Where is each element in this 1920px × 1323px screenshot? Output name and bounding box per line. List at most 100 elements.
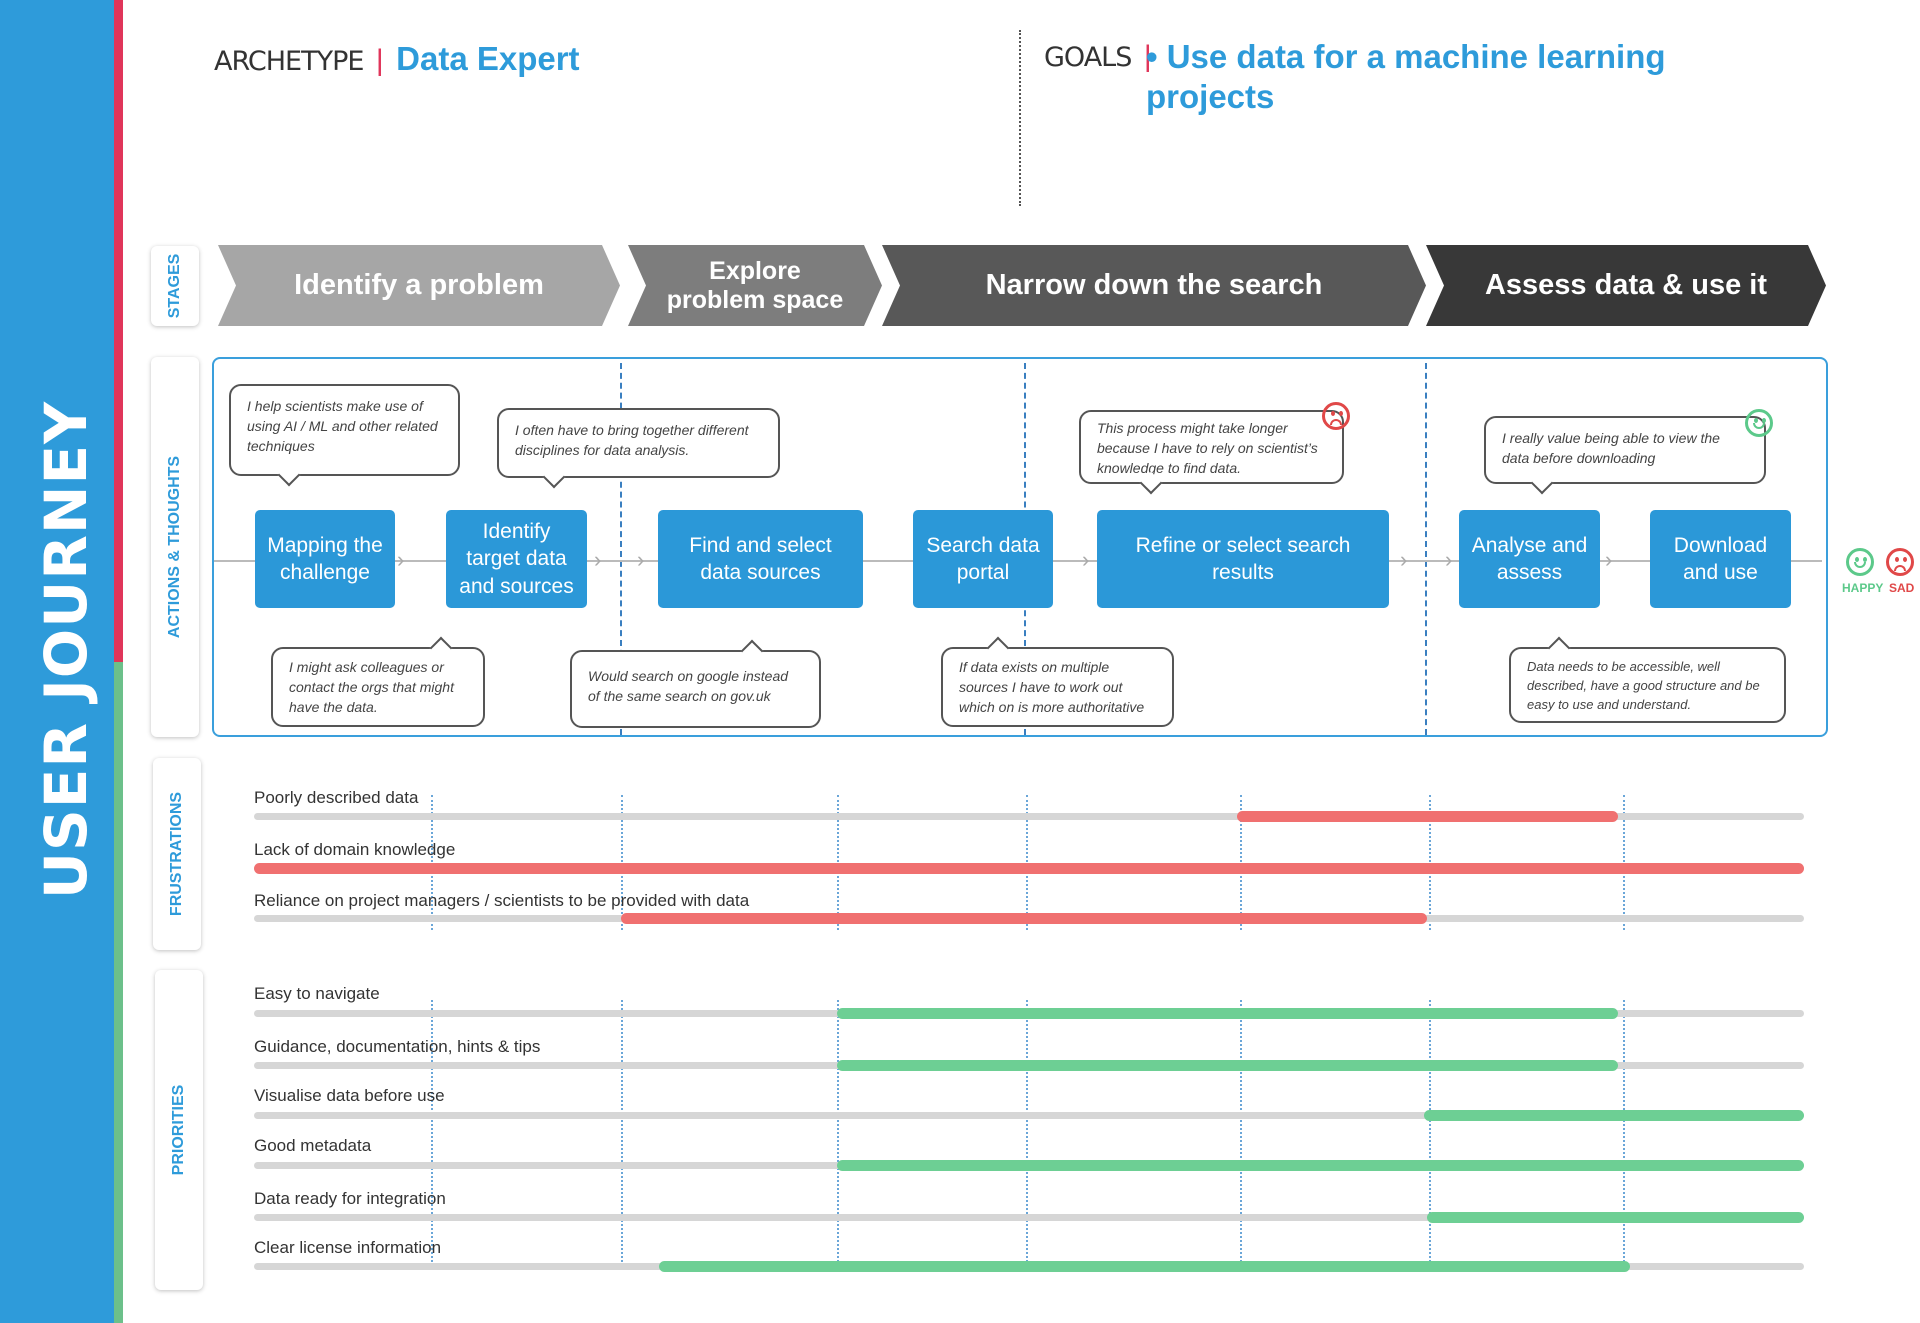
legend-sad-label: SAD [1889, 581, 1915, 595]
sidebar-accent-green [114, 662, 123, 1323]
goals: GOALS | [1044, 40, 1160, 74]
thought-text: If data exists on multiple sources I hav… [959, 659, 1145, 715]
stage-title: Narrow down the search [985, 268, 1323, 301]
priority-bar [836, 1008, 1618, 1019]
step-download-use: Download and use [1650, 510, 1791, 608]
thought-text: This process might take longer because I… [1097, 420, 1318, 476]
guide-line [431, 795, 433, 930]
guide-line [1429, 1000, 1431, 1270]
stage-title: Explore [709, 256, 801, 285]
priority-bar [836, 1160, 1804, 1171]
goals-value: • Use data for a machine learning projec… [1146, 37, 1666, 117]
thought-bubble: Data needs to be accessible, well descri… [1509, 636, 1786, 723]
priority-track [254, 1112, 1804, 1119]
actions-panel [212, 357, 1828, 737]
archetype: ARCHETYPE | Data Expert [214, 40, 580, 78]
priority-label: Data ready for integration [254, 1189, 446, 1208]
step-label: Analyse and [1471, 533, 1588, 557]
frustration-bar [254, 863, 1804, 874]
priority-label: Good metadata [254, 1136, 372, 1155]
section-tab-priorities: PRIORITIES [155, 970, 203, 1290]
step-label: Mapping the [267, 533, 383, 557]
step-label: and use [1683, 561, 1758, 584]
stage-chevron-narrow: Narrow down the search [882, 245, 1426, 326]
step-identify-target: Identify target data and sources [446, 510, 587, 608]
goals-value-line2: projects [1146, 78, 1275, 115]
step-label: Identify [482, 520, 551, 544]
flow-arrow-icon: › [1400, 547, 1408, 572]
priority-bar [836, 1060, 1618, 1071]
thought-bubble: This process might take longer because I… [1079, 410, 1344, 495]
step-search-portal: Search data portal [913, 510, 1053, 608]
guide-line [1026, 1000, 1028, 1270]
flow-arrow-icon: › [1445, 547, 1453, 572]
section-label-stages: STAGES [166, 253, 183, 319]
step-analyse-assess: Analyse and assess [1459, 510, 1600, 608]
stage-chevron-assess: Assess data & use it [1426, 245, 1826, 326]
frustration-track [254, 813, 1804, 820]
section-label-frustrations: FRUSTRATIONS [168, 791, 185, 917]
guide-line [1240, 795, 1242, 930]
guide-line [1240, 1000, 1242, 1270]
legend-sad-face-icon [1886, 548, 1914, 576]
archetype-value: Data Expert [396, 40, 580, 77]
thought-text: Would search on google instead of the sa… [588, 668, 789, 704]
stage-chevron-explore: Explore problem space [628, 245, 882, 326]
thought-text: I often have to bring together different… [515, 422, 749, 458]
stage-title: Identify a problem [294, 268, 544, 301]
guide-line [1623, 795, 1625, 930]
thought-text: I help scientists make use of using AI /… [247, 398, 438, 454]
goals-label: GOALS [1044, 42, 1132, 73]
archetype-label: ARCHETYPE [214, 46, 364, 77]
goals-value-line1: • Use data for a machine learning [1146, 38, 1666, 75]
legend-happy-face-icon [1846, 548, 1874, 576]
frustration-bar [621, 913, 1428, 924]
stage-divider [620, 363, 622, 735]
priority-track [254, 1214, 1804, 1221]
thought-bubble: I help scientists make use of using AI /… [229, 384, 460, 487]
step-label: results [1212, 561, 1274, 584]
step-label: and sources [459, 574, 574, 598]
legend-happy-label: HAPPY [1842, 581, 1884, 595]
step-label: challenge [280, 561, 370, 584]
step-label: portal [956, 561, 1010, 584]
sidebar-title: USER JOURNEY [0, 0, 114, 1323]
frustration-label: Reliance on project managers / scientist… [254, 891, 750, 910]
guide-line [621, 1000, 623, 1270]
priority-label: Clear license information [254, 1238, 442, 1257]
flow-arrow-icon: › [397, 547, 405, 572]
section-label-actions: ACTIONS & THOUGHTS [166, 455, 183, 639]
thought-text: I really value being able to view the da… [1502, 430, 1720, 466]
step-label: Refine or select search [1135, 533, 1351, 557]
section-label-priorities: PRIORITIES [170, 1084, 187, 1176]
step-refine-results: Refine or select search results [1097, 510, 1389, 608]
archetype-separator: | [375, 44, 384, 77]
step-label: assess [1496, 561, 1563, 584]
step-label: data sources [700, 561, 821, 584]
flow-arrow-icon: › [637, 547, 645, 572]
stage-title-line2: problem space [666, 285, 844, 314]
thought-text: I might ask colleagues or contact the or… [289, 659, 454, 715]
sidebar-title-text: USER JOURNEY [32, 400, 100, 900]
priority-label: Visualise data before use [254, 1086, 445, 1105]
thought-bubble: I often have to bring together different… [497, 408, 780, 489]
stage-divider [1425, 363, 1427, 735]
step-label: Search data [926, 533, 1040, 557]
priority-label: Guidance, documentation, hints & tips [254, 1037, 541, 1056]
section-tab-frustrations: FRUSTRATIONS [153, 758, 201, 950]
flow-arrow-icon: › [1605, 547, 1613, 572]
sidebar [0, 0, 114, 1323]
guide-line [431, 1000, 433, 1270]
priority-bar [1424, 1110, 1804, 1121]
guide-line [1429, 795, 1431, 930]
happy-face-icon [1745, 409, 1773, 437]
flow-arrow-icon: › [1082, 547, 1090, 572]
priority-bar [658, 1261, 1631, 1272]
guide-line [837, 795, 839, 930]
step-label: target data [466, 547, 567, 571]
step-label: Download [1673, 533, 1768, 557]
frustration-label: Lack of domain knowledge [254, 840, 456, 859]
thought-bubble: If data exists on multiple sources I hav… [941, 636, 1174, 727]
priority-bar [1427, 1212, 1804, 1223]
